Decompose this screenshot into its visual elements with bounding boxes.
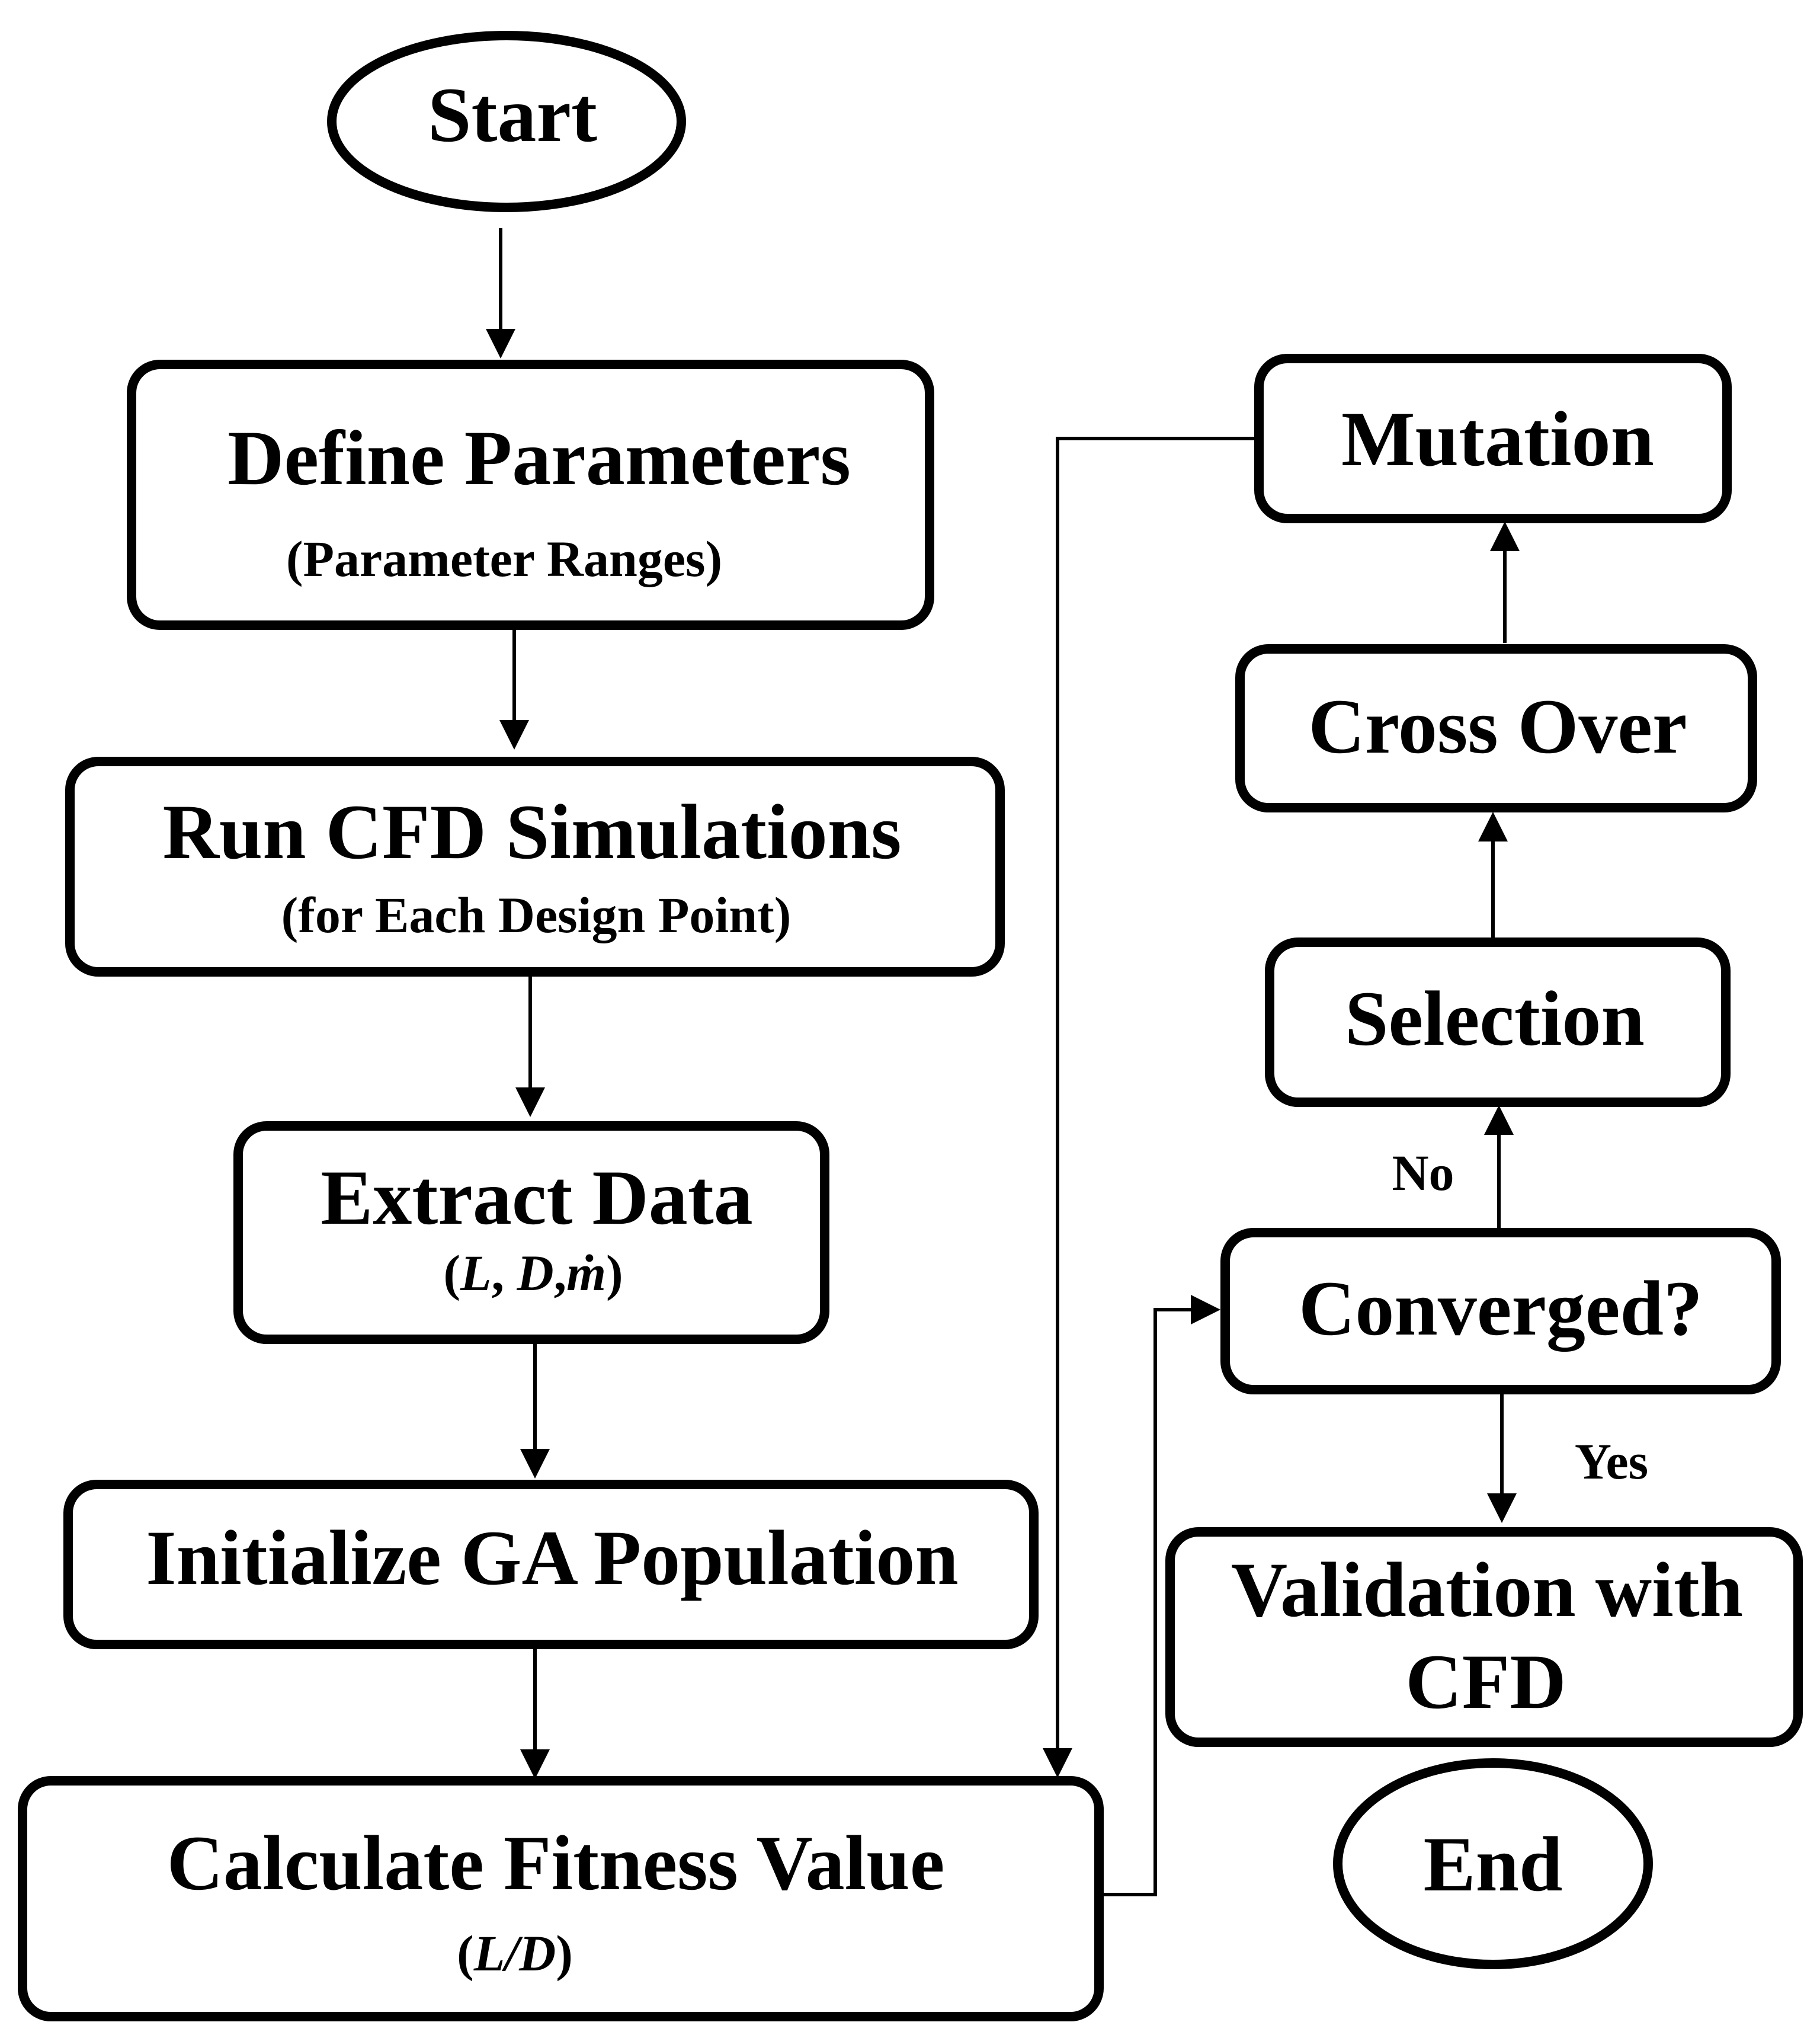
run-cfd-box (65, 757, 1005, 977)
node-initialize-ga: Initialize GA Population (63, 1480, 1039, 1649)
run-cfd-label: Run CFD Simulations (163, 788, 902, 875)
edge-fitness-converged (1099, 1308, 1197, 1896)
node-cross-over: Cross Over (1235, 644, 1757, 812)
extract-data-box (233, 1121, 829, 1344)
initialize-ga-box (63, 1480, 1039, 1649)
mutation-label: Mutation (1341, 395, 1654, 482)
selection-label: Selection (1345, 975, 1645, 1062)
arrowhead-crossover-mutation (1490, 521, 1520, 551)
define-parameters-sub: (Parameter Ranges) (286, 530, 722, 587)
edge-label-no: No (1392, 1144, 1454, 1201)
arrowhead-selection-crossover (1478, 812, 1508, 841)
node-run-cfd: Run CFD Simulations (for Each Design Poi… (65, 757, 1005, 977)
arrowhead-mutation-fitness (1043, 1748, 1072, 1778)
fitness-sub-close: ) (556, 1925, 573, 1982)
validation-label-line2: CFD (1405, 1638, 1566, 1725)
extract-sub-d: D (517, 1244, 554, 1301)
selection-box (1265, 937, 1731, 1107)
node-end: End (1333, 1758, 1653, 1969)
extract-data-label: Extract Data (321, 1154, 752, 1241)
extract-sub-l: L (460, 1244, 492, 1301)
arrowhead-converged-validation (1487, 1493, 1517, 1523)
start-label: Start (428, 71, 597, 158)
arrowhead-initga-fitness (520, 1749, 550, 1779)
node-start: Start (327, 31, 686, 212)
edge-label-yes: Yes (1575, 1433, 1648, 1490)
initialize-ga-label: Initialize GA Population (146, 1514, 959, 1601)
converged-box (1220, 1228, 1781, 1394)
run-cfd-sub: (for Each Design Point) (281, 887, 792, 943)
extract-sub-open: ( (443, 1244, 460, 1301)
extract-data-sub: (L, D,ṁ) (443, 1244, 623, 1301)
arrowhead-converged-selection (1484, 1105, 1514, 1135)
arrowhead-extract-initga (520, 1449, 550, 1479)
edge-mutation-fitness (1056, 437, 1255, 1754)
arrowhead-define-runcfd (499, 720, 529, 750)
validation-box (1165, 1527, 1803, 1747)
arrowhead-start-define (486, 329, 515, 359)
arrowhead-runcfd-extract (515, 1087, 545, 1117)
node-converged: Converged? (1220, 1228, 1781, 1394)
start-terminal (327, 31, 686, 212)
define-parameters-label: Define Parameters (228, 414, 851, 501)
fitness-sub-ld: L/D (473, 1925, 556, 1982)
node-define-parameters: Define Parameters (Parameter Ranges) (127, 360, 934, 630)
validation-label-line1: Validation with (1231, 1546, 1743, 1633)
define-parameters-box (127, 360, 934, 630)
node-extract-data: Extract Data (L, D,ṁ) (233, 1121, 829, 1344)
end-terminal (1333, 1758, 1653, 1969)
converged-label: Converged? (1299, 1265, 1703, 1352)
calculate-fitness-sub: (L/D) (457, 1925, 573, 1982)
fitness-sub-open: ( (457, 1925, 474, 1982)
end-label: End (1424, 1820, 1563, 1908)
connectors (486, 228, 1520, 1896)
cross-over-box (1235, 644, 1757, 812)
arrowhead-fitness-converged (1191, 1295, 1220, 1324)
extract-sub-sep2: , (554, 1244, 567, 1301)
node-mutation: Mutation (1254, 354, 1732, 523)
calculate-fitness-box (18, 1776, 1104, 2021)
mutation-box (1254, 354, 1732, 523)
extract-sub-close: ) (606, 1244, 623, 1301)
node-validation: Validation with CFD (1165, 1527, 1803, 1747)
extract-sub-sep1: , (492, 1244, 517, 1301)
node-selection: Selection (1265, 937, 1731, 1107)
calculate-fitness-label: Calculate Fitness Value (167, 1819, 945, 1906)
cross-over-label: Cross Over (1308, 683, 1687, 770)
extract-sub-m: ṁ (566, 1244, 606, 1301)
node-calculate-fitness: Calculate Fitness Value (L/D) (18, 1776, 1104, 2021)
